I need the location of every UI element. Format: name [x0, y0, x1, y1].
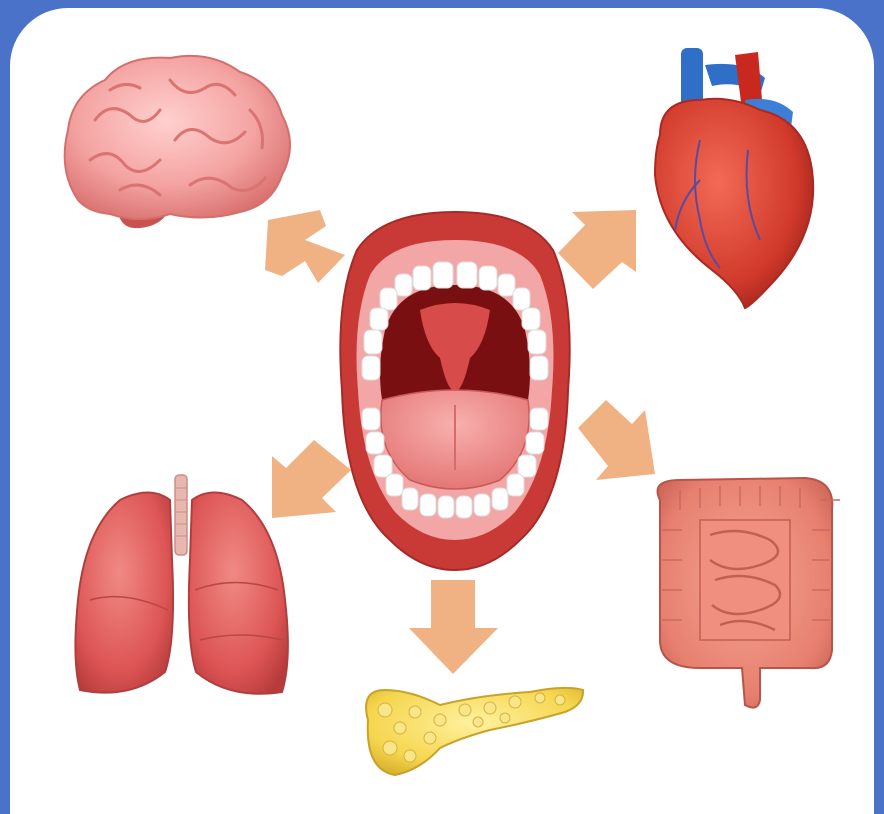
open-mouth-icon — [340, 212, 569, 570]
heart-icon — [655, 48, 813, 308]
arrow-to-lungs — [272, 440, 351, 518]
intestines-icon — [658, 478, 841, 708]
arrow-to-intestines — [578, 400, 655, 480]
arrow-to-pancreas — [409, 580, 498, 674]
pancreas-icon — [366, 688, 583, 775]
arrow-to-heart — [558, 210, 636, 289]
lungs-icon — [75, 475, 287, 694]
arrow-to-brain — [265, 210, 345, 283]
brain-icon — [65, 56, 290, 228]
